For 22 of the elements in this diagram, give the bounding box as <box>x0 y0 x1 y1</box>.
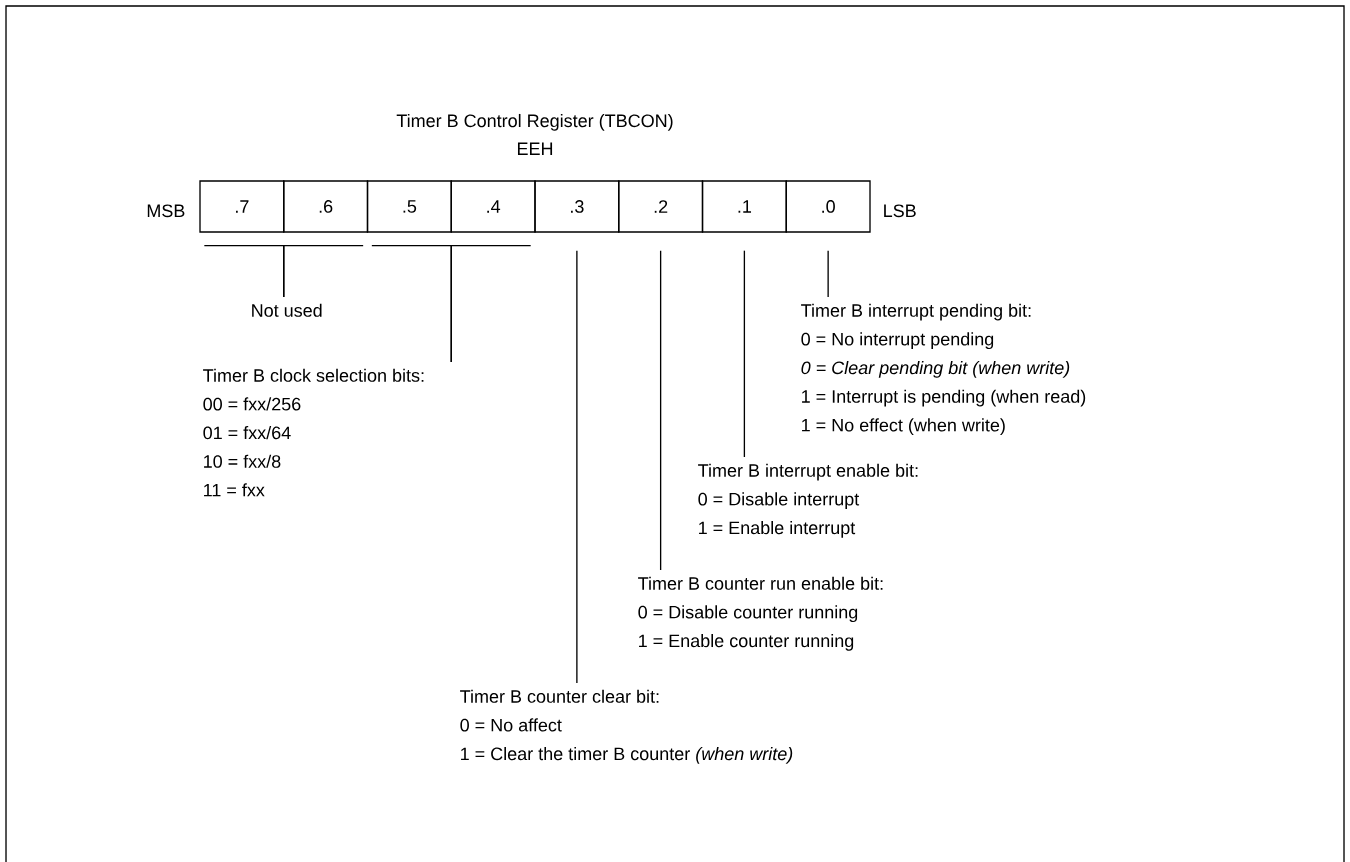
bit-cell: .7 <box>199 180 285 233</box>
title: Timer B Control Register (TBCON) <box>396 113 673 131</box>
leader-line <box>743 250 746 458</box>
bit-cell: .5 <box>366 180 452 233</box>
bit-cell: .1 <box>701 180 787 233</box>
bit-description: Timer B counter run enable bit: 0 = Disable counter running 1 = Enable counter running <box>638 576 883 651</box>
leader-line <box>659 250 662 571</box>
leader-line <box>576 250 578 684</box>
bit-cell: .3 <box>534 180 620 233</box>
bit-description: Timer B interrupt enable bit: 0 = Disable interrupt 1 = Enable interrupt <box>698 463 918 538</box>
bit-description: Timer B counter clear bit: 0 = No affect 1 = Clear the timer B counter (when write) <box>460 689 793 764</box>
bit-description: Timer B clock selection bits: 00 = fxx/256 01 = fxx/64 10 = fxx/8 11 = fxx <box>203 368 424 497</box>
bit-cell: .6 <box>283 180 369 233</box>
bit-description: Not used <box>252 303 322 317</box>
bit-cell: .0 <box>785 180 871 233</box>
bit-cell: .2 <box>618 180 704 233</box>
bit-description: Timer B interrupt pending bit: 0 = No interrupt pending 0 = Clear pending bit (when write) 1 = Interrupt is pending (when read) 1 = No effect (when write) <box>801 303 1086 436</box>
leader-line <box>450 245 532 363</box>
register-address: EEH <box>518 142 553 155</box>
leader-line <box>827 250 829 298</box>
bit-cell: .4 <box>450 180 536 233</box>
leader-line <box>283 245 364 298</box>
